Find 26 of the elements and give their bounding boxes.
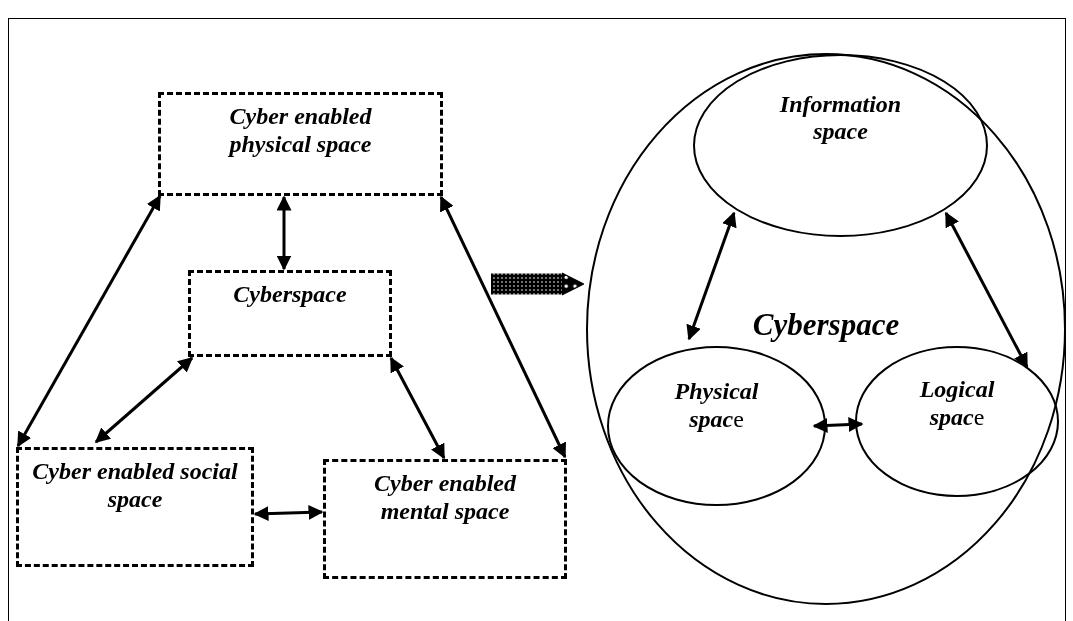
dashed-box [16,447,254,567]
dashed-box [188,270,392,357]
node-label: Cyber enabled physical space [227,103,373,159]
node-label: Cyberspace [232,281,348,309]
double-arrow [16,194,162,448]
node-label: Information space [778,90,903,146]
double-arrow [276,195,292,271]
double-arrow [812,417,864,433]
double-arrow [253,504,324,522]
dashed-box [158,92,443,196]
double-arrow [439,195,567,459]
node-label: Physical space [673,378,760,434]
double-arrow [389,356,446,460]
region-label: Cyberspace [751,309,901,340]
double-arrow [944,211,1029,369]
node-label: Cyber enabled mental space [373,470,518,526]
ellipse [607,346,826,506]
double-arrow [94,356,194,444]
dashed-box [323,459,567,579]
ellipse [855,346,1059,497]
node-label: Cyber enabled social space [31,458,239,514]
node-label: Logical space [918,376,996,432]
outer-ellipse [586,53,1066,605]
block-arrow [491,272,585,296]
ellipse [693,54,988,237]
double-arrow [686,211,737,341]
